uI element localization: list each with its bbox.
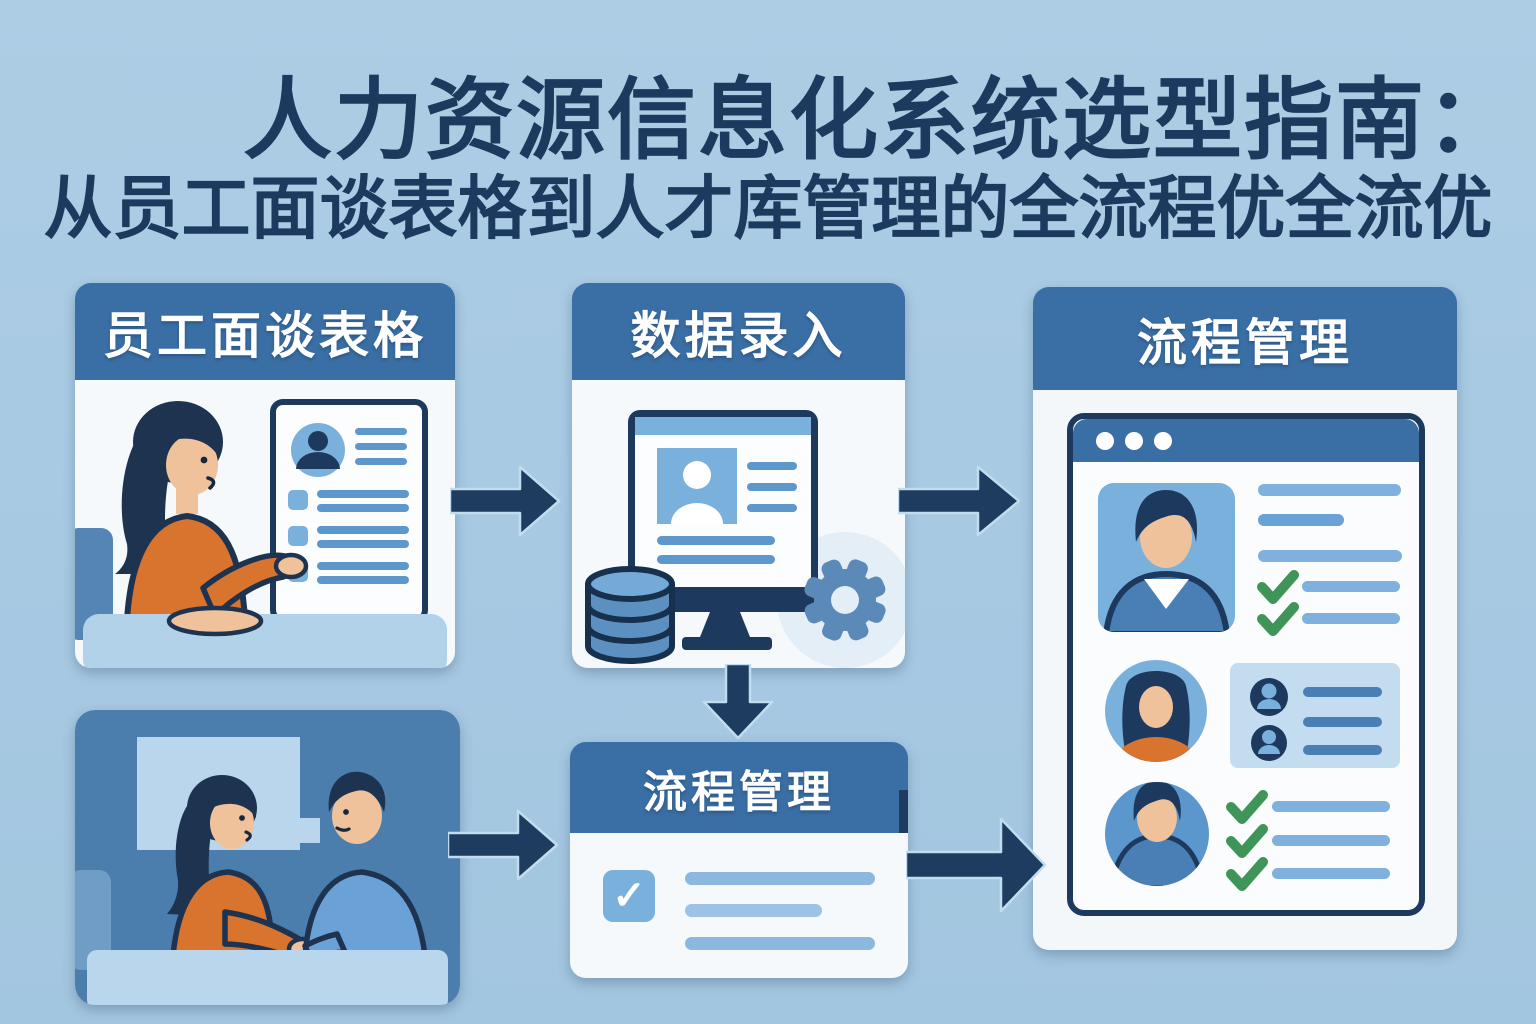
checkbox-row — [288, 490, 409, 512]
main-title: 人力资源信息化系统选型指南： — [243, 70, 1517, 170]
card-process-management-title: 流程管理 — [1033, 287, 1457, 390]
browser-titlebar — [1073, 419, 1419, 462]
gear-icon — [804, 559, 886, 641]
roster-person-icon — [1251, 725, 1287, 761]
check-glyph: ✓ — [612, 874, 646, 918]
arrow-dataentry-down — [702, 664, 774, 740]
green-check-icon — [1257, 602, 1299, 636]
card-process-management-small-content: ✓ — [570, 833, 908, 978]
form-document — [270, 399, 428, 623]
database-icon — [585, 566, 675, 664]
interview-handshake-scene — [75, 710, 460, 1005]
green-check-icon — [1226, 857, 1268, 891]
candidate-photo-male — [1098, 483, 1235, 632]
person-icon — [296, 452, 340, 469]
card-interview-form-title: 员工面谈表格 — [75, 283, 455, 380]
computer-monitor — [628, 410, 818, 650]
monitor-stand — [698, 612, 752, 642]
chair — [75, 870, 111, 970]
handshake-woman — [167, 775, 320, 962]
decorative-tab — [899, 790, 908, 833]
candidate-avatar-female — [1105, 660, 1207, 762]
task-line — [685, 872, 875, 885]
card-process-management-small: 流程管理 ✓ — [570, 742, 908, 978]
person-icon — [671, 503, 723, 524]
card-process-management-illustration — [1033, 390, 1457, 950]
team-roster-panel — [1230, 663, 1400, 768]
green-check-icon — [1257, 570, 1299, 604]
interviewer-arms — [166, 552, 309, 637]
task-line — [685, 904, 822, 917]
window-dot-icon — [1096, 432, 1114, 450]
arrow-scene-to-small-card — [448, 809, 559, 881]
window-dot-icon — [1125, 432, 1143, 450]
subtitle: 从员工面谈表格到人才库管理的全流程优全流优 — [43, 170, 1493, 247]
candidate-avatar-male — [1105, 782, 1209, 886]
data-entry-svg — [585, 410, 905, 668]
arrow-interview-to-dataentry — [450, 465, 561, 537]
table — [83, 614, 447, 668]
card-data-entry: 数据录入 — [572, 283, 905, 668]
card-process-management-small-title: 流程管理 — [570, 742, 908, 833]
card-process-management: 流程管理 — [1033, 287, 1457, 950]
checkbox-row — [288, 526, 409, 548]
card-interview-form: 员工面谈表格 — [75, 283, 455, 668]
card-data-entry-illustration — [572, 380, 905, 668]
window-dot-icon — [1154, 432, 1172, 450]
arrow-small-card-to-process — [906, 817, 1047, 913]
green-check-icon — [1226, 824, 1268, 858]
table — [87, 950, 448, 1005]
card-data-entry-title: 数据录入 — [572, 283, 905, 380]
checked-checkbox-icon: ✓ — [603, 870, 655, 922]
chair — [75, 528, 113, 640]
roster-person-icon — [1250, 678, 1288, 716]
handshake-svg — [75, 710, 460, 1005]
arrow-dataentry-to-process — [898, 465, 1021, 537]
interviewer-scene-svg — [75, 399, 447, 668]
task-line — [685, 937, 875, 950]
talent-pool-svg — [1067, 413, 1425, 916]
card-interview-form-illustration — [75, 380, 455, 668]
green-check-icon — [1226, 790, 1268, 824]
